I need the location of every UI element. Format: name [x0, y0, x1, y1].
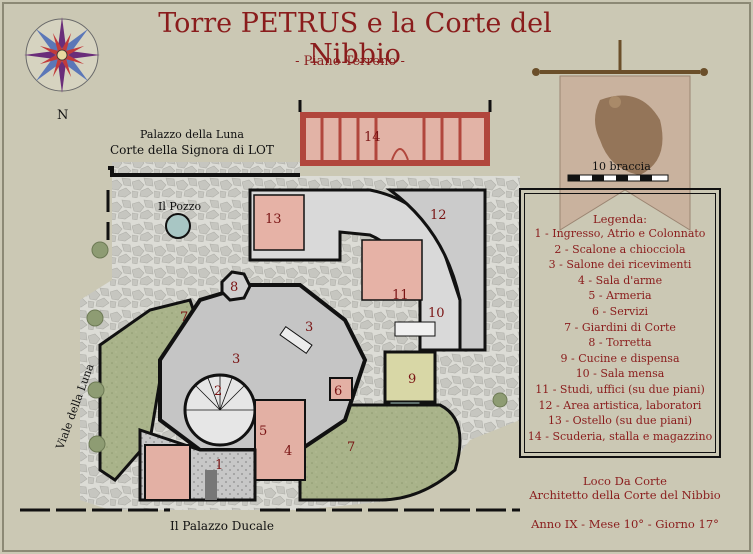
north-label: N: [57, 108, 69, 123]
scale-label: 10 braccia: [592, 160, 651, 173]
compass-rose-icon: [24, 17, 100, 93]
scale-bar: [567, 174, 669, 182]
room-3a: 3: [232, 352, 241, 367]
room-11: 11: [392, 288, 409, 303]
label-pozzo: Il Pozzo: [158, 200, 202, 213]
legend-list: 1 - Ingresso, Atrio e Colonnato 2 - Scalo…: [521, 226, 719, 444]
legend-item: 10 - Sala mensa: [575, 367, 665, 381]
room-8: 8: [230, 280, 239, 295]
room-4: 4: [284, 444, 293, 459]
credit-author: Loco Da Corte: [583, 474, 667, 488]
legend-item: 3 - Salone dei ricevimenti: [548, 258, 692, 272]
legend-item: 4 - Sala d'arme: [577, 273, 663, 287]
legend-item: 8 - Torretta: [588, 336, 652, 350]
label-palazzo-ducale: Il Palazzo Ducale: [170, 519, 274, 533]
room-5: 5: [259, 424, 268, 439]
legend-item: 14 - Scuderia, stalla e magazzino: [527, 429, 713, 443]
room-3b: 3: [305, 320, 314, 335]
legend-inner: [524, 193, 716, 453]
room-10: 10: [428, 306, 445, 321]
legend-item: 13 - Ostello (su due piani): [547, 414, 693, 428]
map-title: Torre PETRUS e la Corte del Nibbio: [158, 8, 552, 70]
label-corte-signora: Corte della Signora di LOT: [110, 143, 274, 157]
room-14: 14: [364, 130, 381, 145]
room-6: 6: [334, 384, 343, 399]
legend-item: 5 - Armeria: [588, 289, 652, 303]
legend-item: 12 - Area artistica, laboratori: [538, 398, 702, 412]
room-9: 9: [408, 372, 417, 387]
room-2: 2: [214, 384, 223, 399]
legend-item: 1 - Ingresso, Atrio e Colonnato: [534, 227, 706, 240]
room-13: 13: [265, 212, 282, 227]
credit-date: Anno IX - Mese 10° - Giorno 17°: [531, 517, 719, 531]
credit-role: Architetto della Corte del Nibbio: [529, 488, 721, 502]
room-12: 12: [430, 208, 447, 223]
legend-box: Legenda: 1 - Ingresso, Atrio e Colonnato…: [519, 188, 721, 458]
legend-item: 11 - Studi, uffici (su due piani): [535, 382, 705, 396]
hawk-banner-icon: [532, 40, 708, 231]
room-1: 1: [215, 458, 224, 473]
legend-title: Legenda:: [592, 212, 648, 226]
room-7a: 7: [180, 310, 189, 325]
legend-item: 9 - Cucine e dispensa: [560, 351, 680, 365]
legend-item: 2 - Scalone a chiocciola: [554, 242, 686, 256]
legend-item: 6 - Servizi: [591, 304, 649, 318]
room-7b: 7: [347, 440, 356, 455]
map-subtitle: - Piano Terreno -: [295, 54, 405, 69]
legend-item: 7 - Giardini di Corte: [564, 320, 676, 334]
label-palazzo-luna: Palazzo della Luna: [140, 128, 244, 141]
